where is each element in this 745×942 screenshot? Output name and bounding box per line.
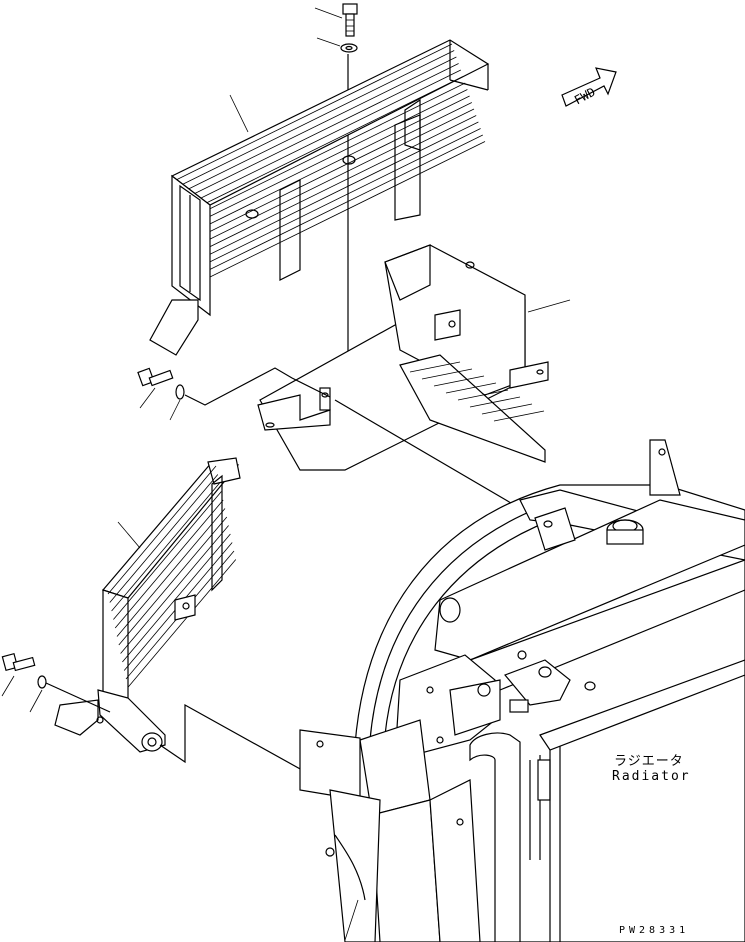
leader-top-washer: [316, 37, 341, 47]
fin-line: [107, 465, 217, 595]
leader-lower-cooler: [117, 521, 141, 549]
fin-line: [493, 410, 545, 422]
fin-line: [116, 508, 226, 637]
fin-line: [118, 516, 228, 646]
fin-line: [457, 389, 509, 401]
lower-washer: [37, 675, 47, 689]
fin-line: [175, 43, 453, 181]
fin-line: [186, 76, 464, 213]
top-bolt: [342, 3, 358, 37]
fin-line: [111, 482, 220, 612]
middle-assembly-line: [184, 367, 331, 406]
middle-washer: [175, 384, 185, 400]
upper-cooler-core: [149, 39, 490, 356]
radiator-label-japanese: ラジエータ: [614, 754, 684, 769]
leader-center-bracket: [527, 299, 571, 313]
fin-line: [114, 499, 224, 629]
leader-radiator-bottom: [344, 899, 359, 941]
fwd-arrow-icon: FWD: [561, 67, 617, 107]
leader-middle-bolt: [139, 387, 156, 409]
fin-line: [109, 474, 219, 603]
leader-upper-cooler: [229, 94, 249, 133]
center-support-bracket: [257, 244, 549, 471]
drawing-code: PW28331: [619, 925, 690, 936]
fin-line: [421, 368, 473, 380]
fin-line: [469, 396, 521, 408]
fin-line: [189, 82, 466, 220]
fin-line: [197, 108, 475, 246]
fin-line: [178, 50, 455, 187]
fin-line: [445, 382, 497, 394]
fin-line: [193, 95, 470, 233]
fin-line: [120, 525, 229, 654]
leader-lower-washer: [29, 689, 43, 713]
fin-line: [481, 403, 533, 415]
fin-line: [433, 375, 485, 387]
fin-line: [409, 361, 461, 373]
lower-bolt: [1, 652, 36, 672]
middle-bolt: [137, 367, 174, 387]
fin-line: [180, 56, 457, 194]
lower-cooler-core: [54, 457, 241, 753]
fin-line: [204, 128, 481, 265]
fin-line: [182, 63, 459, 200]
bracket-to-radiator-line: [334, 399, 541, 521]
fin-line: [206, 134, 483, 272]
top-washer: [340, 43, 358, 53]
fin-line: [202, 121, 479, 259]
fin-line: [195, 102, 472, 239]
fin-line: [208, 141, 486, 278]
radiator-assembly: [299, 439, 745, 942]
fin-line: [200, 115, 477, 252]
leader-lower-bolt: [1, 675, 15, 697]
fin-line: [113, 491, 222, 620]
lower-assembly-line-1: [45, 682, 111, 713]
fin-line: [184, 69, 461, 207]
lower-assembly-line-2: [159, 703, 321, 781]
fin-line: [127, 559, 237, 688]
leader-top-bolt: [314, 7, 343, 19]
leader-middle-washer: [169, 399, 181, 421]
radiator-label-english: Radiator: [612, 769, 691, 784]
fin-line: [191, 89, 468, 226]
